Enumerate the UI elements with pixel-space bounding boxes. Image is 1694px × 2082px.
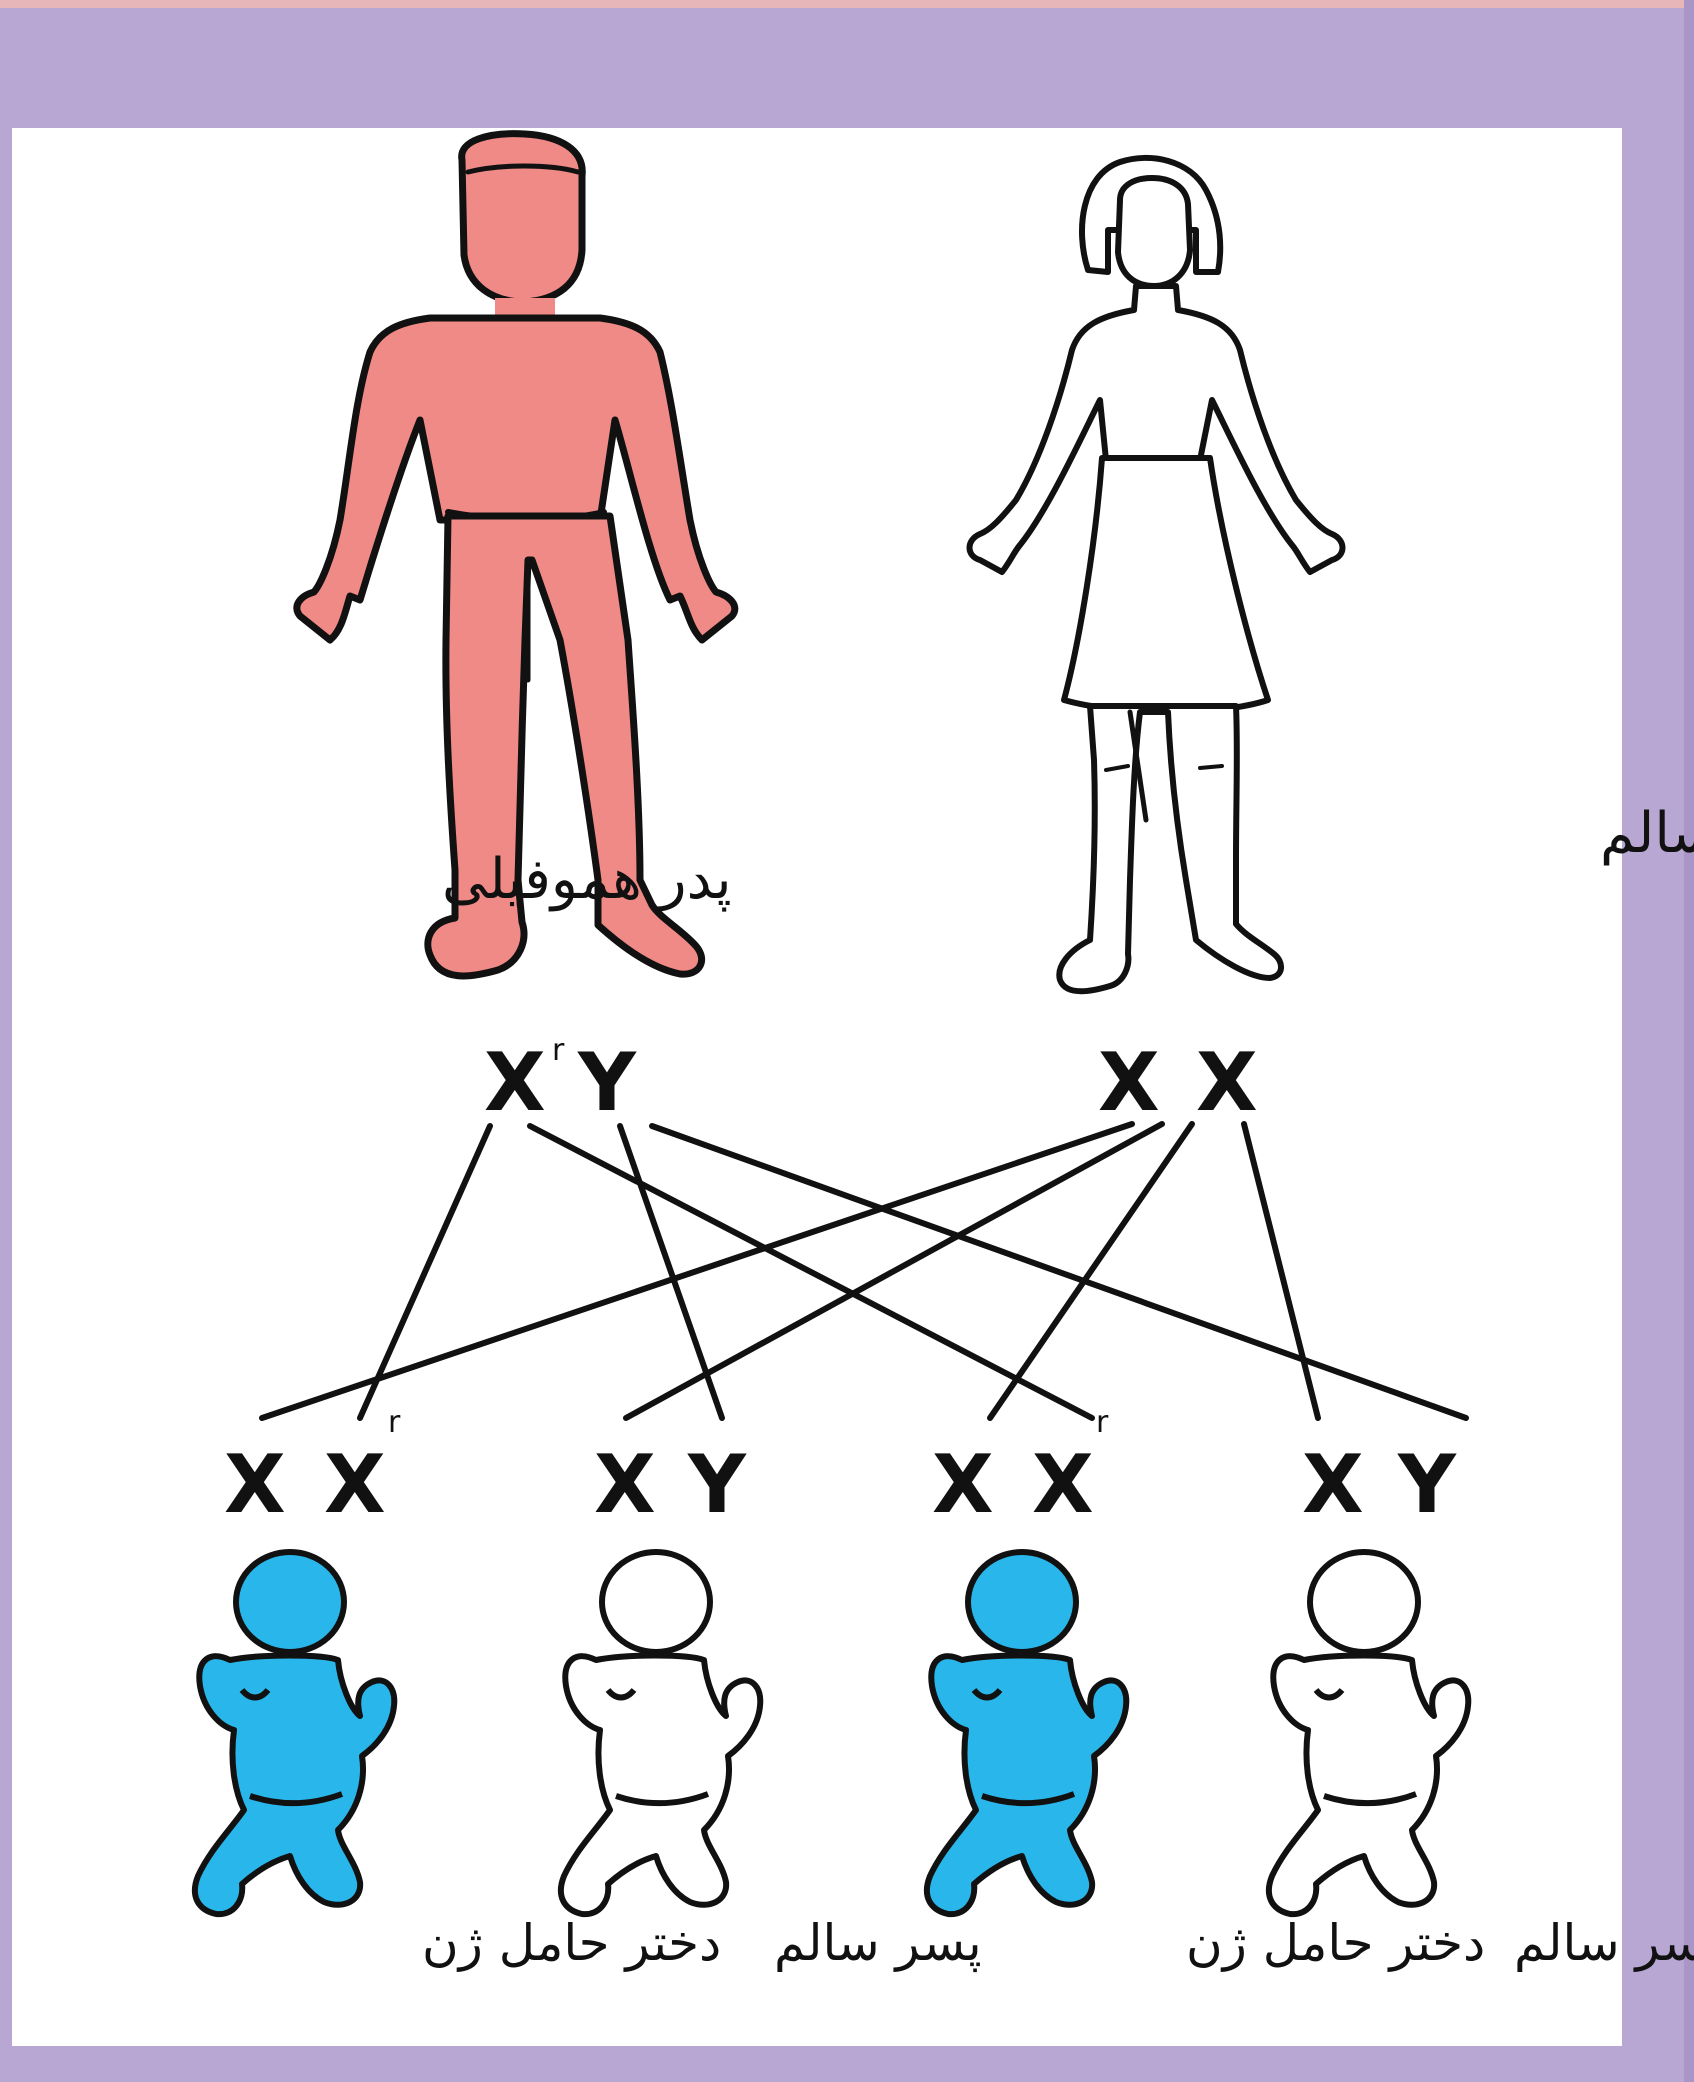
child-3-allele-2: X <box>1032 1438 1094 1531</box>
child-4-genotype: X Y <box>1302 1438 1457 1531</box>
child-4-figure <box>1269 1552 1468 1914</box>
child-3-label: دختر حامل ژن <box>1186 1914 1485 1972</box>
mother-figure <box>970 158 1343 991</box>
line-father-y-to-child4 <box>652 1126 1466 1418</box>
father-label: پدر هموفیلی <box>442 847 732 912</box>
child-3-superscript: r <box>1096 1405 1109 1440</box>
child-4-allele-2: Y <box>1397 1438 1457 1531</box>
child-3-figure <box>927 1552 1126 1914</box>
mother-label: مادر سالم <box>1600 801 1694 866</box>
child-1-allele-2: X <box>324 1438 386 1531</box>
line-mother-x2-to-child4 <box>1244 1124 1318 1418</box>
mother-x1-allele: X <box>1098 1036 1160 1129</box>
father-genotype: X r Y <box>484 1033 637 1129</box>
child-1-superscript: r <box>388 1405 401 1440</box>
child-3-allele-1: X <box>932 1438 994 1531</box>
father-y-allele: Y <box>577 1036 637 1129</box>
father-x-allele: X <box>484 1036 546 1129</box>
child-2-genotype: X Y <box>594 1438 747 1531</box>
child-1-genotype: X X r <box>224 1405 401 1531</box>
child-4-allele-1: X <box>1302 1438 1364 1531</box>
line-father-x-to-child1 <box>360 1126 490 1418</box>
child-1-label: دختر حامل ژن <box>422 1914 721 1972</box>
child-1-figure <box>195 1552 394 1914</box>
child-2-allele-1: X <box>594 1438 656 1531</box>
child-4-label: پسر سالم <box>1514 1914 1694 1972</box>
child-3-genotype: X X r <box>932 1405 1109 1531</box>
inheritance-lines <box>262 1124 1466 1418</box>
child-2-figure <box>561 1552 760 1914</box>
mother-x2-allele: X <box>1196 1036 1258 1129</box>
child-2-label: پسر سالم <box>774 1914 982 1972</box>
line-mother-x2-to-child3 <box>990 1124 1192 1418</box>
line-father-x-to-child3 <box>530 1126 1092 1418</box>
child-1-allele-1: X <box>224 1438 286 1531</box>
mother-genotype: X X <box>1098 1036 1258 1129</box>
line-mother-x1-to-child2 <box>626 1124 1162 1418</box>
child-2-allele-2: Y <box>687 1438 747 1531</box>
father-x-superscript: r <box>552 1033 565 1068</box>
